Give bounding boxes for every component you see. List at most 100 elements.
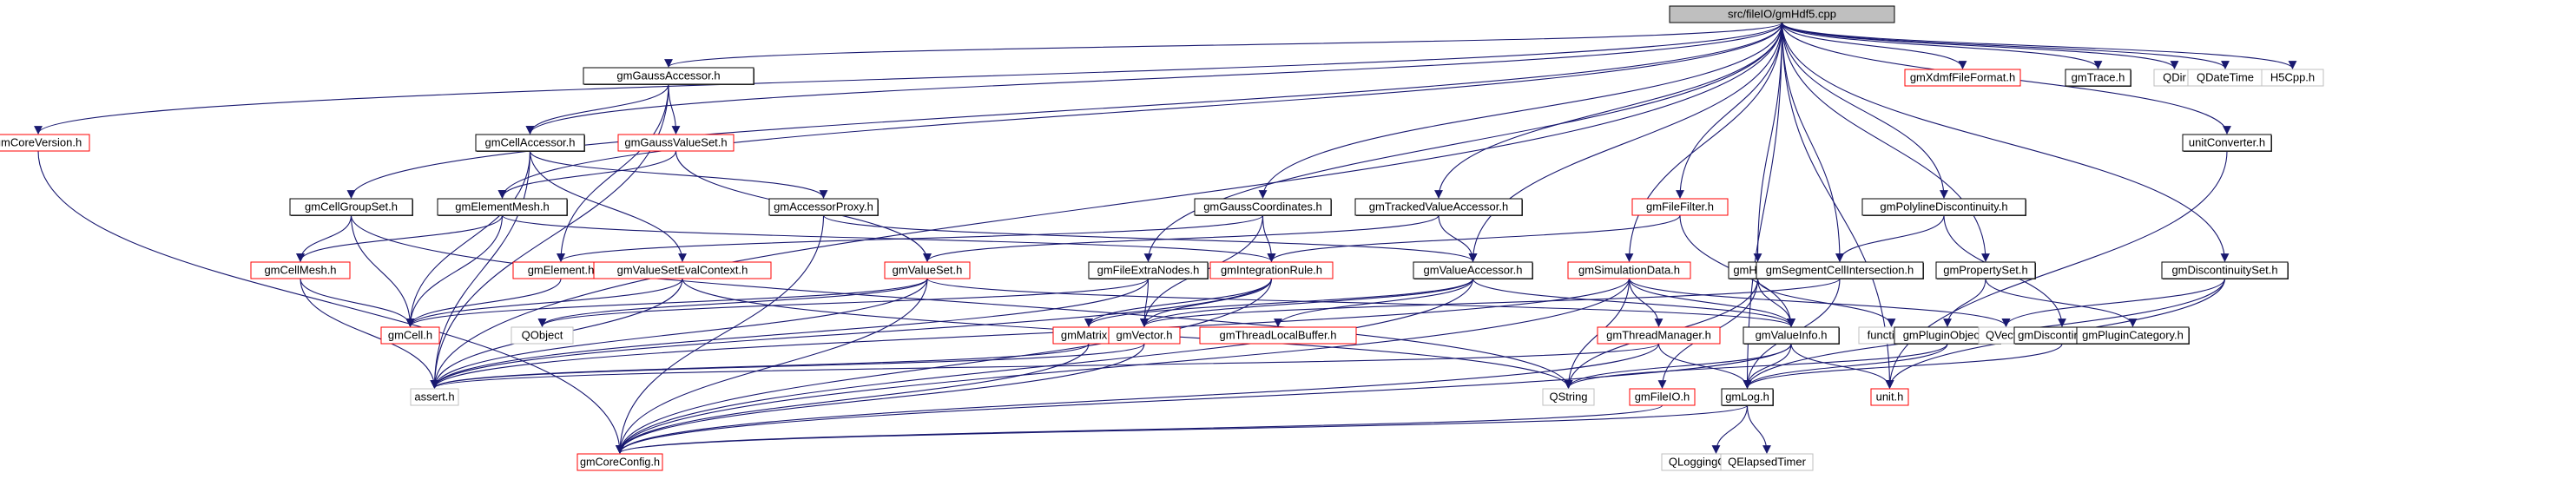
edge-path [405,278,683,327]
graph-node-root[interactable]: src/fileIO/gmHdf5.cpp [1669,5,1895,23]
graph-node-gmTrace[interactable]: gmTrace.h [2065,69,2131,87]
graph-node-gmVector[interactable]: gmVector.h [1108,326,1181,345]
graph-node-gmAccessorProxy[interactable]: gmAccessorProxy.h [768,198,879,216]
edge-path [1781,22,1948,199]
edge-gmSimulationData-to-assert [430,278,1631,389]
node-label: QElapsedTimer [1728,456,1806,469]
edge-path [1781,22,2103,69]
edge-root-to-QDateTime [1781,22,2230,69]
edge-path [1781,22,2230,69]
edge-path [350,214,415,327]
edge-gmHdf5-to-functional [1756,278,1896,327]
graph-node-gmXdmfFileFormat[interactable]: gmXdmfFileFormat.h [1904,69,2021,87]
graph-node-gmPolylineDiscontinuity[interactable]: gmPolylineDiscontinuity.h [1861,198,2026,216]
node-box [1629,388,1696,406]
edge-gmMatrix-to-gmCoreConfig [616,343,1090,454]
graph-node-gmIntegrationRule[interactable]: gmIntegrationRule.h [1209,261,1334,279]
node-label: QDir [2163,71,2186,84]
graph-node-gmPluginCategory[interactable]: gmPluginCategory.h [2076,326,2190,345]
node-box [2076,326,2190,345]
node-label: gmGaussValueSet.h [624,136,727,149]
node-label: gmCoreConfig.h [580,456,660,469]
edge-path [296,214,504,262]
edge-path [1438,214,1478,262]
graph-node-gmSegmentCellIntersection[interactable]: gmSegmentCellIntersection.h [1756,261,1924,279]
node-label: gmGaussCoordinates.h [1203,200,1322,213]
graph-node-gmValueSetEvalContext[interactable]: gmValueSetEvalContext.h [593,261,772,279]
edge-gmValueAccessor-to-gmMatrix [1084,278,1474,327]
node-label: gmVector.h [1116,329,1172,342]
node-box [583,67,754,85]
node-label: gmThreadManager.h [1606,329,1711,342]
graph-node-gmGaussValueSet[interactable]: gmGaussValueSet.h [617,134,735,152]
graph-node-gmDiscontinuitySet[interactable]: gmDiscontinuitySet.h [2161,261,2289,279]
graph-node-gmFileExtraNodes[interactable]: gmFileExtraNodes.h [1088,261,1209,279]
node-label: gmFileFilter.h [1646,200,1714,213]
node-box [475,134,585,152]
graph-node-gmCell[interactable]: gmCell.h [380,326,440,345]
graph-node-gmTrackedValueAccessor[interactable]: gmTrackedValueAccessor.h [1354,198,1523,216]
graph-node-gmMatrix[interactable]: gmMatrix.h [1052,326,1125,345]
graph-node-gmThreadLocalBuffer[interactable]: gmThreadLocalBuffer.h [1199,326,1357,345]
graph-node-gmFileIO[interactable]: gmFileIO.h [1629,388,1696,406]
graph-node-gmCoreConfig[interactable]: gmCoreConfig.h [576,453,663,471]
node-label: gmLog.h [1725,391,1769,404]
edge-root-to-gmGaussAccessor [664,22,1783,68]
edge-gmIntegrationRule-to-gmCoreConfig [616,278,1273,454]
graph-node-gmLog[interactable]: gmLog.h [1721,388,1774,406]
node-box [1209,261,1334,279]
graph-node-gmPropertySet[interactable]: gmPropertySet.h [1935,261,2036,279]
node-box [410,388,459,406]
edge-path [1143,22,1783,262]
graph-node-gmCoreVersion[interactable]: gmCoreVersion.h [0,134,90,152]
node-label: gmCellMesh.h [264,264,336,277]
graph-node-gmGaussCoordinates[interactable]: gmGaussCoordinates.h [1194,198,1332,216]
edge-root-to-gmCellAccessor [525,22,1783,135]
graph-node-gmCellMesh[interactable]: gmCellMesh.h [250,261,351,279]
edge-gmFileExtraNodes-to-QObject [537,278,1150,327]
edge-path [616,343,1090,454]
edge-gmIntegrationRule-to-gmMatrix [1084,278,1273,327]
node-label: gmValueInfo.h [1756,329,1828,342]
edge-gmCellAccessor-to-gmAccessorProxy [529,150,828,199]
edge-path [497,22,1783,199]
graph-node-gmFileFilter[interactable]: gmFileFilter.h [1631,198,1729,216]
graph-node-gmThreadManager[interactable]: gmThreadManager.h [1597,326,1721,345]
graph-node-gmGaussAccessor[interactable]: gmGaussAccessor.h [583,67,754,85]
graph-node-gmElementMesh[interactable]: gmElementMesh.h [437,198,568,216]
edge-gmTrackedValueAccessor-to-gmValueAccessor [1438,214,1478,262]
edge-root-to-gmXdmfFileFormat [1781,22,1967,69]
node-label: gmXdmfFileFormat.h [1910,71,2015,84]
graph-node-gmElement[interactable]: gmElement.h [512,261,609,279]
node-label: gmValueAccessor.h [1424,264,1523,277]
edge-path [1140,278,1474,327]
edge-path [1434,22,1783,199]
node-box [1720,453,1814,471]
node-label: gmAccessorProxy.h [774,200,873,213]
graph-node-gmValueSet[interactable]: gmValueSet.h [884,261,971,279]
edge-gmIntegrationRule-to-gmVector [1140,278,1273,327]
edge-path [1274,278,1474,327]
edge-path [923,214,1440,262]
node-box [380,326,440,345]
edge-path [300,278,415,327]
edge-root-to-QDir [1781,22,2179,69]
edge-gmVector-to-assert [430,343,1145,389]
graph-node-unit[interactable]: unit.h [1870,388,1909,406]
node-box [617,134,735,152]
graph-node-gmValueInfo[interactable]: gmValueInfo.h [1743,326,1840,345]
edge-gmCellAccessor-to-assert [430,150,531,389]
graph-node-gmCellGroupSet[interactable]: gmCellGroupSet.h [289,198,413,216]
edge-path [430,278,1631,389]
node-label: gmCell.h [388,329,432,342]
node-label: unit.h [1876,391,1904,404]
graph-node-gmValueAccessor[interactable]: gmValueAccessor.h [1413,261,1533,279]
graph-node-gmSimulationData[interactable]: gmSimulationData.h [1567,261,1691,279]
edge-gmValueSetEvalContext-to-gmCell [405,278,683,327]
graph-node-unitConverter[interactable]: unitConverter.h [2182,134,2272,152]
edge-path [529,150,828,199]
edge-path [430,343,1660,389]
graph-node-gmCellAccessor[interactable]: gmCellAccessor.h [475,134,585,152]
graph-node-gmPluginObject[interactable]: gmPluginObject.h [1894,326,2001,345]
edge-gmGaussAccessor-to-gmElement [557,83,669,262]
